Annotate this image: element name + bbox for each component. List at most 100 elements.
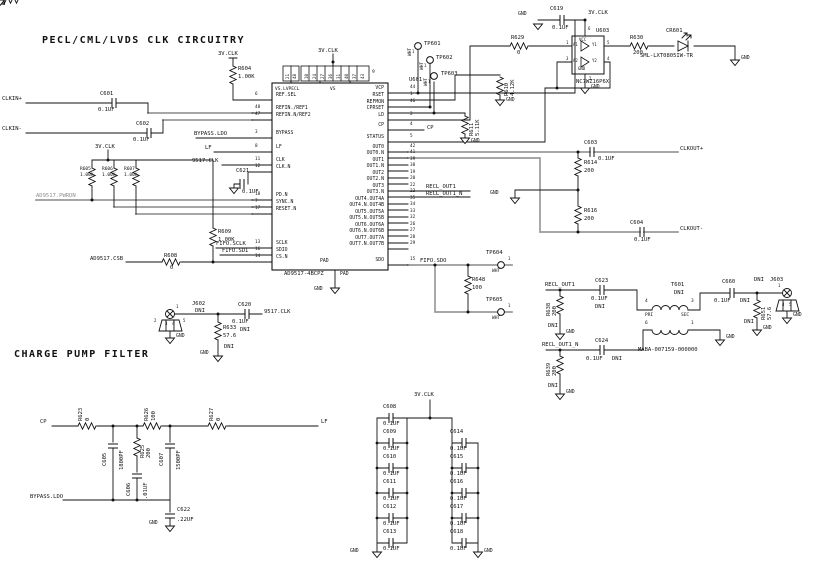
page-title: PECL/CML/LVDS CLK CIRCUITRY xyxy=(42,35,246,46)
schematic-label: VCC xyxy=(579,37,587,42)
schematic-label: GND xyxy=(484,549,493,554)
refdes-j602: J602 xyxy=(192,301,206,307)
schematic-label: 1 xyxy=(412,49,415,54)
schematic-label: C618 xyxy=(450,529,464,535)
connector-j603 xyxy=(775,288,800,312)
refdes-c601: C601 xyxy=(100,91,114,97)
ic-pin-name: OUT1 xyxy=(372,158,384,164)
schematic-label: DNI xyxy=(548,323,558,329)
part-led: SML-LXT0805IW-TR xyxy=(640,53,693,59)
ic-pin-name: SCLK xyxy=(276,241,288,247)
schematic-label: SEC xyxy=(681,313,690,318)
schematic-label: 0.1UF xyxy=(450,446,467,452)
schematic-label: R629 xyxy=(511,35,525,41)
schematic-label: 57.6 xyxy=(767,306,773,320)
schematic-label: 6 xyxy=(645,321,648,326)
ic-pin-name: OUT4.OUT4A xyxy=(355,197,384,203)
schematic-label: 0.1UF xyxy=(634,237,651,243)
schematic-label: 200 xyxy=(552,306,558,316)
ic-pin-number: 44 xyxy=(410,84,416,90)
schematic-label: 1 xyxy=(428,79,431,84)
ic-pin-number: 2 xyxy=(410,111,413,117)
schematic-label: Y1 xyxy=(592,42,597,47)
ic-pin-number: 22 xyxy=(410,182,416,188)
schematic-label: R614 xyxy=(584,160,598,166)
net-fifo-sclk: FIFO.SCLK xyxy=(216,241,246,247)
schematic-label: DNI xyxy=(744,319,754,325)
schematic-label: 4 xyxy=(172,321,175,326)
part-maba: MABA-007159-000000 xyxy=(638,347,698,353)
schematic-label: 0 xyxy=(216,417,222,421)
schematic-label: 100 xyxy=(472,285,482,291)
schematic-label: 9 xyxy=(372,70,375,75)
net-3vclk: 3V.CLK xyxy=(414,392,434,398)
net-3vclk: 3V.CLK xyxy=(588,10,608,16)
ic-pin-name: RSET xyxy=(372,93,384,99)
ic-pin-name: REF.SEL xyxy=(276,93,297,99)
ic-pin-name: OUT6.OUT6A xyxy=(355,223,384,229)
ic-pin-number: 37 xyxy=(352,73,357,79)
schematic-label: 4 xyxy=(645,299,648,304)
wires-black xyxy=(25,19,788,553)
schematic-label: C621 xyxy=(236,168,250,174)
schematic-label: GND xyxy=(200,351,209,356)
ic-pin-number: 24 xyxy=(312,73,317,79)
schematic-label: R607 xyxy=(124,167,135,172)
schematic-label: DNI xyxy=(612,356,622,362)
schematic-label: PAD xyxy=(320,259,329,264)
ic-pin-number: 1 xyxy=(410,91,413,97)
schematic-label: 1800PF xyxy=(119,450,125,470)
schematic-label: DNI xyxy=(740,298,750,304)
ic-pin-number: 27 xyxy=(320,73,325,79)
schematic-label: 0 xyxy=(517,50,521,56)
schematic-label: 200 xyxy=(146,448,152,458)
schematic-label: GND xyxy=(490,191,499,196)
ic-pin-name: OUT3 xyxy=(372,184,384,190)
ic-pin-number: 46 xyxy=(410,98,416,104)
schematic-label: C607 xyxy=(159,452,165,466)
schematic-label: 5 xyxy=(789,302,792,307)
net-9517-clk: 9517.CLK xyxy=(264,309,291,315)
testpoint-tp604: TP604 xyxy=(486,250,503,256)
schematic-label: C615 xyxy=(450,454,464,460)
ic-pin-number: 34 xyxy=(410,201,416,207)
ic-pin-name: LF xyxy=(276,145,282,151)
schematic-label: 100 xyxy=(151,411,157,421)
schematic-label: VS xyxy=(330,87,336,92)
net-3vclk: 3V.CLK xyxy=(218,51,238,57)
ic-pin-number: 20 xyxy=(410,175,416,181)
schematic-label: 57.6 xyxy=(223,333,237,339)
schematic-label: C612 xyxy=(383,504,397,510)
ic-pin-name: OUT0.N xyxy=(366,151,384,157)
ic-pin-number: 10 xyxy=(304,73,309,79)
schematic-label: PRI xyxy=(645,313,654,318)
schematic-label: 5 xyxy=(607,40,610,45)
schematic-label: A2 xyxy=(573,58,578,63)
schematic-label: 6 xyxy=(588,26,591,31)
schematic-label: R609 xyxy=(218,229,232,235)
schematic-label: GND xyxy=(793,313,802,318)
testpoint-tp601: TP601 xyxy=(424,41,441,47)
ic-pin-number: 18 xyxy=(255,191,261,197)
schematic-label: 1 xyxy=(424,63,427,68)
net-recl-out1: RECL_OUT1 xyxy=(426,184,456,190)
schematic-label: R605 xyxy=(80,167,91,172)
ic-pin-number: 43 xyxy=(360,73,365,79)
net-clkout-p: CLKOUT+ xyxy=(680,146,704,152)
schematic-label: R648 xyxy=(472,277,486,283)
schematic-label: R627 xyxy=(209,407,215,421)
schematic-label: 5.11K xyxy=(475,119,481,136)
refdes-cr601: CR601 xyxy=(666,28,683,34)
net-clkin-p: CLKIN+ xyxy=(2,96,22,102)
schematic-label: 4.12K xyxy=(510,79,516,96)
net-recl-out1: RECL_OUT1 xyxy=(545,282,575,288)
part-ad9517: AD9517-4BCPZ xyxy=(284,271,324,277)
ic-pin-number: 48 xyxy=(292,73,297,79)
connector-j602 xyxy=(158,309,183,332)
schematic-label: R623 xyxy=(78,407,84,421)
ic-pin-name: SDO xyxy=(375,258,384,264)
schematic-label: C613 xyxy=(383,529,397,535)
schematic-label: C660 xyxy=(722,279,736,285)
schematic-label: GND xyxy=(471,139,480,144)
ic-pin-number: 5 xyxy=(410,133,413,139)
